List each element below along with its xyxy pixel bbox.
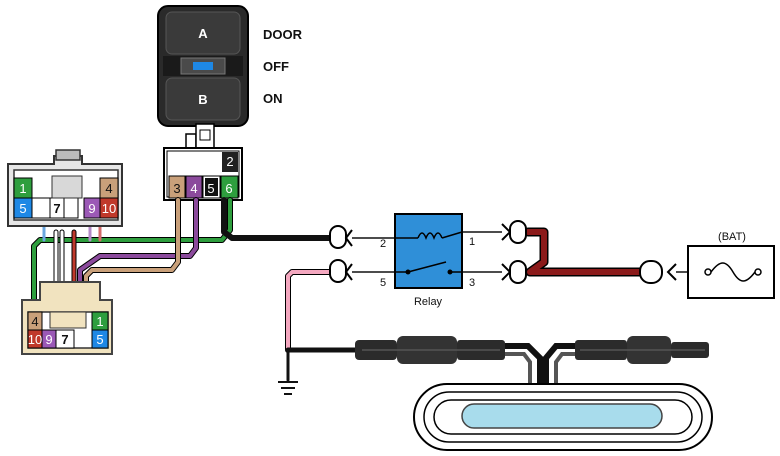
switch-position-on: ON [263, 91, 283, 106]
battery-label: (BAT) [718, 231, 746, 243]
switch-connector-pin-2: 2 [226, 154, 233, 169]
left-connector-pin-7: 7 [53, 201, 60, 216]
relay-pin-1: 1 [469, 236, 475, 248]
switch-connector: 2 3 4 5 6 [163, 123, 243, 201]
door-switch: A B DOOR OFF ON [157, 5, 303, 127]
led-light-assembly [300, 336, 713, 451]
battery-fuse: (BAT) [687, 231, 775, 299]
lower-connector-pin-4: 4 [31, 314, 38, 329]
left-connector: 1 4 5 7 9 10 [7, 149, 123, 227]
switch-connector-pin-6: 6 [225, 181, 232, 196]
wires [31, 197, 645, 382]
switch-connector-pin-4: 4 [190, 181, 197, 196]
relay-pin-3: 3 [469, 277, 475, 289]
fuse-icon [710, 262, 756, 282]
relay-input-plugs [329, 220, 688, 284]
switch-position-off: OFF [263, 59, 289, 74]
relay-pin-2: 2 [380, 238, 386, 250]
switch-connector-pin-5: 5 [207, 181, 214, 196]
left-connector-pin-4: 4 [105, 181, 112, 196]
relay: Relay 2 1 5 3 [380, 213, 475, 308]
lower-connector: 4 1 10 9 7 5 [21, 281, 113, 355]
left-connector-pin-1: 1 [19, 181, 26, 196]
relay-pin-5: 5 [380, 277, 386, 289]
lower-connector-pin-10: 10 [28, 332, 42, 347]
lower-connector-pin-9: 9 [45, 332, 52, 347]
lower-connector-pin-1: 1 [96, 314, 103, 329]
switch-position-door: DOOR [263, 27, 303, 42]
left-connector-pin-5: 5 [19, 201, 26, 216]
lower-connector-pin-5: 5 [96, 332, 103, 347]
lower-connector-pin-7: 7 [61, 332, 68, 347]
switch-button-b-label: B [198, 92, 207, 107]
left-connector-pin-9: 9 [88, 201, 95, 216]
ground-icon [278, 381, 298, 395]
switch-connector-pin-3: 3 [173, 181, 180, 196]
left-connector-pin-10: 10 [102, 201, 116, 216]
relay-label: Relay [414, 296, 443, 308]
switch-indicator [193, 62, 213, 70]
switch-button-a-label: A [198, 26, 208, 41]
